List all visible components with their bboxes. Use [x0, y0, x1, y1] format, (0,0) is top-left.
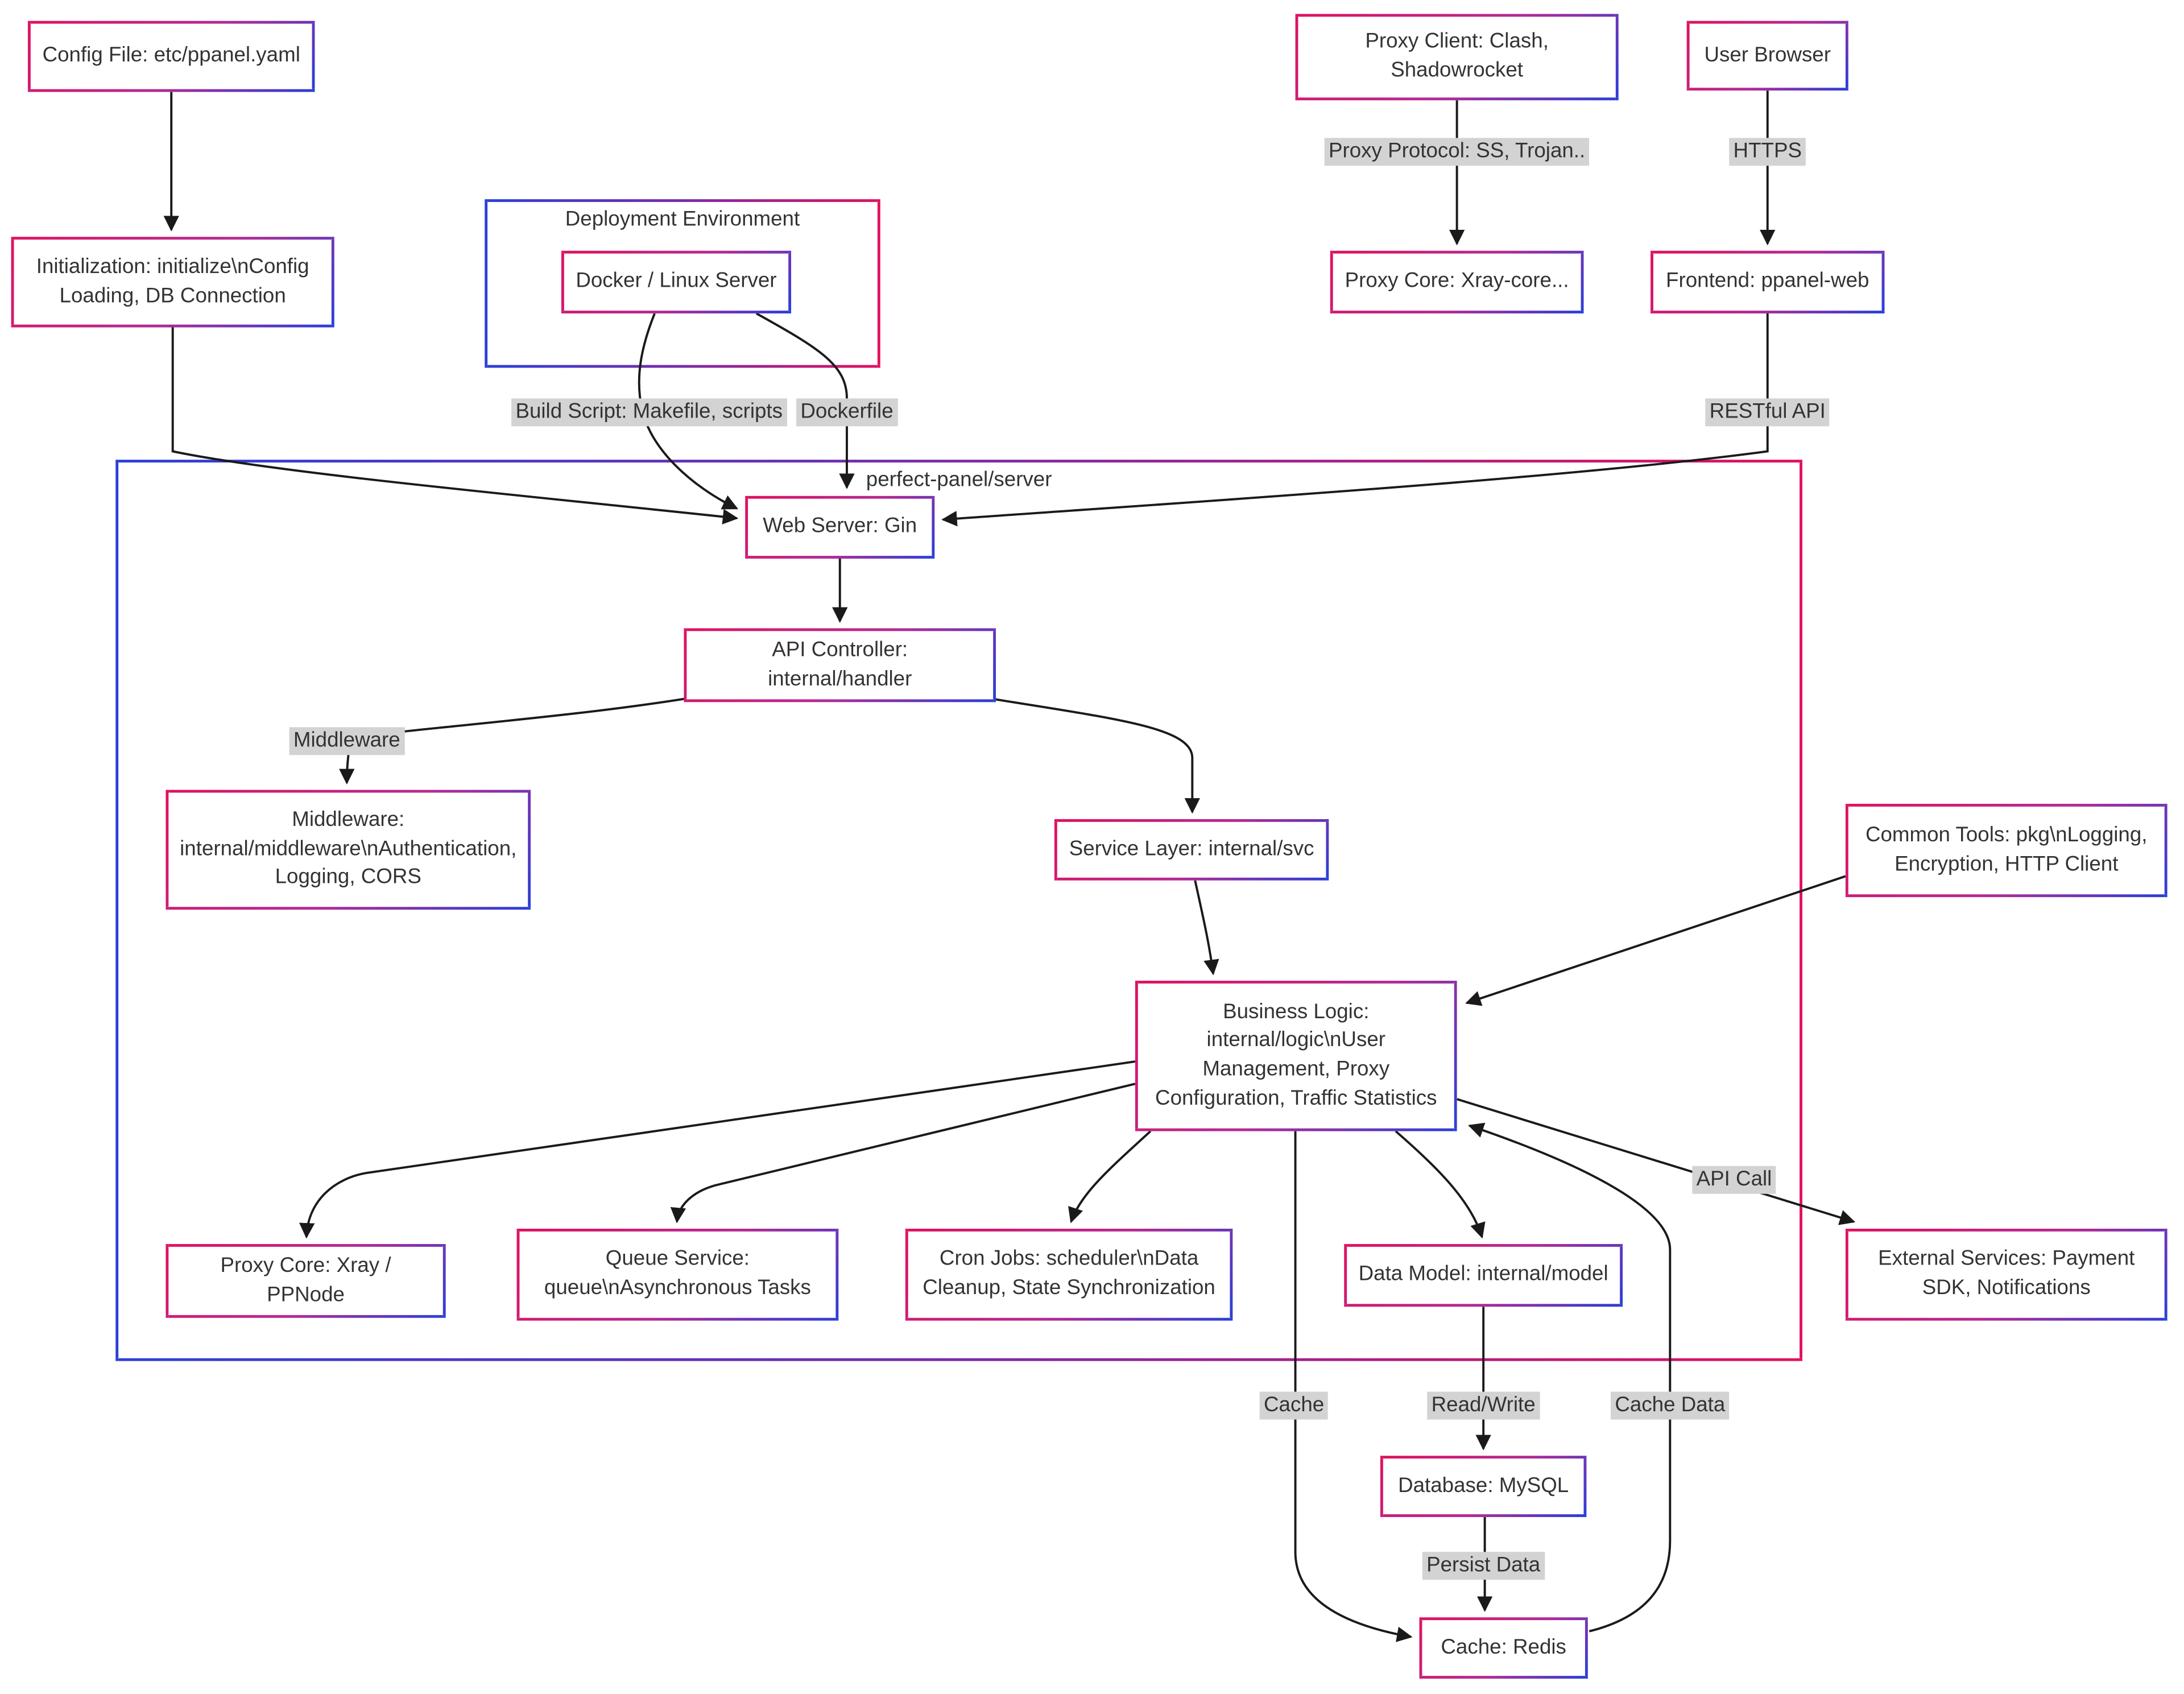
node-user-browser: User Browser	[1686, 20, 1848, 91]
container-deployment-label: Deployment Environment	[565, 207, 800, 232]
edge-cache-to-business-logic	[1468, 1122, 1672, 1633]
edge-common-tools-to-business-logic	[1465, 875, 1846, 1006]
edge-business-logic-to-queue-service	[670, 1082, 1136, 1224]
edge-api-controller-to-service-layer	[944, 689, 1201, 814]
node-database-mysql: Database: MySQL	[1380, 1456, 1587, 1517]
edge-label-api-call: API Call	[1692, 1166, 1776, 1194]
container-perfect-panel-server: perfect-panel/server	[115, 460, 1802, 1361]
edge-frontend-to-web-server	[941, 313, 1769, 527]
edge-label-https: HTTPS	[1729, 138, 1806, 166]
edge-docker-dockerfile-to-web-server	[755, 312, 855, 489]
node-frontend-ppanel-web: Frontend: ppanel-web	[1651, 250, 1885, 314]
node-proxy-client: Proxy Client: Clash, Shadowrocket	[1295, 14, 1619, 101]
node-proxy-core-ppnode: Proxy Core: Xray / PPNode	[166, 1243, 446, 1319]
node-middleware: Middleware: internal/middleware\nAuthent…	[166, 790, 531, 910]
edge-label-restful-api: RESTful API	[1705, 398, 1830, 427]
edge-service-layer-to-business-logic	[1194, 880, 1219, 976]
edge-label-read-write: Read/Write	[1427, 1391, 1540, 1420]
node-web-server-gin: Web Server: Gin	[745, 495, 935, 559]
node-data-model: Data Model: internal/model	[1344, 1243, 1623, 1307]
node-service-layer: Service Layer: internal/svc	[1054, 819, 1329, 881]
edge-label-middleware: Middleware	[289, 727, 405, 755]
edge-business-logic-to-cron-jobs	[1068, 1130, 1152, 1224]
node-cron-jobs: Cron Jobs: scheduler\nData Cleanup, Stat…	[905, 1229, 1233, 1321]
edge-business-logic-to-external-services	[1457, 1098, 1856, 1225]
edge-init-to-web-server	[171, 327, 739, 524]
edge-business-logic-to-cache	[1294, 1131, 1413, 1642]
node-external-services: External Services: Payment SDK, Notifica…	[1845, 1229, 2168, 1321]
edge-label-dockerfile: Dockerfile	[796, 398, 897, 427]
edge-label-proxy-protocol: Proxy Protocol: SS, Trojan..	[1324, 138, 1590, 166]
node-api-controller: API Controller: internal/handler	[684, 628, 996, 703]
node-config-file: Config File: etc/ppanel.yaml	[27, 20, 315, 92]
node-docker-linux-server: Docker / Linux Server	[561, 250, 792, 314]
container-deployment-environment: Deployment Environment	[485, 199, 880, 368]
node-business-logic: Business Logic: internal/logic\nUser Man…	[1135, 981, 1457, 1131]
node-queue-service: Queue Service: queue\nAsynchronous Tasks	[516, 1229, 839, 1321]
edge-label-persist-data: Persist Data	[1422, 1552, 1545, 1580]
node-cache-redis: Cache: Redis	[1419, 1617, 1588, 1679]
edge-business-logic-to-data-model	[1395, 1130, 1486, 1239]
node-initialization: Initialization: initialize\nConfig Loadi…	[11, 237, 334, 328]
edge-business-logic-to-proxy-core-node	[299, 1060, 1136, 1239]
node-common-tools: Common Tools: pkg\nLogging, Encryption, …	[1845, 804, 2168, 898]
container-server-label: perfect-panel/server	[866, 468, 1052, 492]
edge-label-cache-data: Cache Data	[1610, 1391, 1730, 1420]
edge-label-build-script: Build Script: Makefile, scripts	[511, 398, 787, 427]
edge-label-cache: Cache	[1259, 1391, 1329, 1420]
node-proxy-core-xray: Proxy Core: Xray-core...	[1330, 250, 1584, 314]
